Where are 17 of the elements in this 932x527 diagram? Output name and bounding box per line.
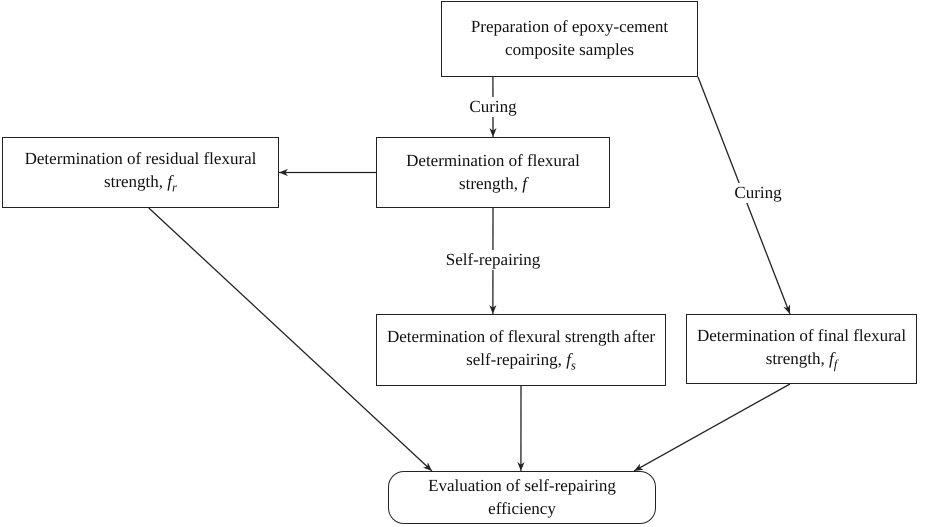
terminal-box [388, 471, 656, 524]
process-box [441, 1, 698, 77]
node-text: Determination of flexural strength after self-repairing, f$_{s}$ [386, 326, 656, 374]
process-box [2, 137, 279, 208]
arrow [148, 208, 432, 472]
node-text: Determination of final flexural strength, f$_{f}$ [696, 324, 908, 374]
node-text: Evaluation of self-repairing efficiency [427, 474, 617, 520]
process-box [686, 314, 917, 384]
arrow [279, 168, 376, 176]
process-box [376, 137, 610, 208]
node-text: Preparation of epoxy-cement composite samples [470, 16, 670, 61]
arrow [517, 386, 525, 471]
arrow [634, 383, 790, 472]
node-text: Determination of flexural strength, f [405, 150, 581, 195]
node-text: Determination of residual flexural strength, f$_{r}$ [24, 148, 258, 197]
process-box [376, 314, 666, 386]
arrow [697, 76, 791, 314]
